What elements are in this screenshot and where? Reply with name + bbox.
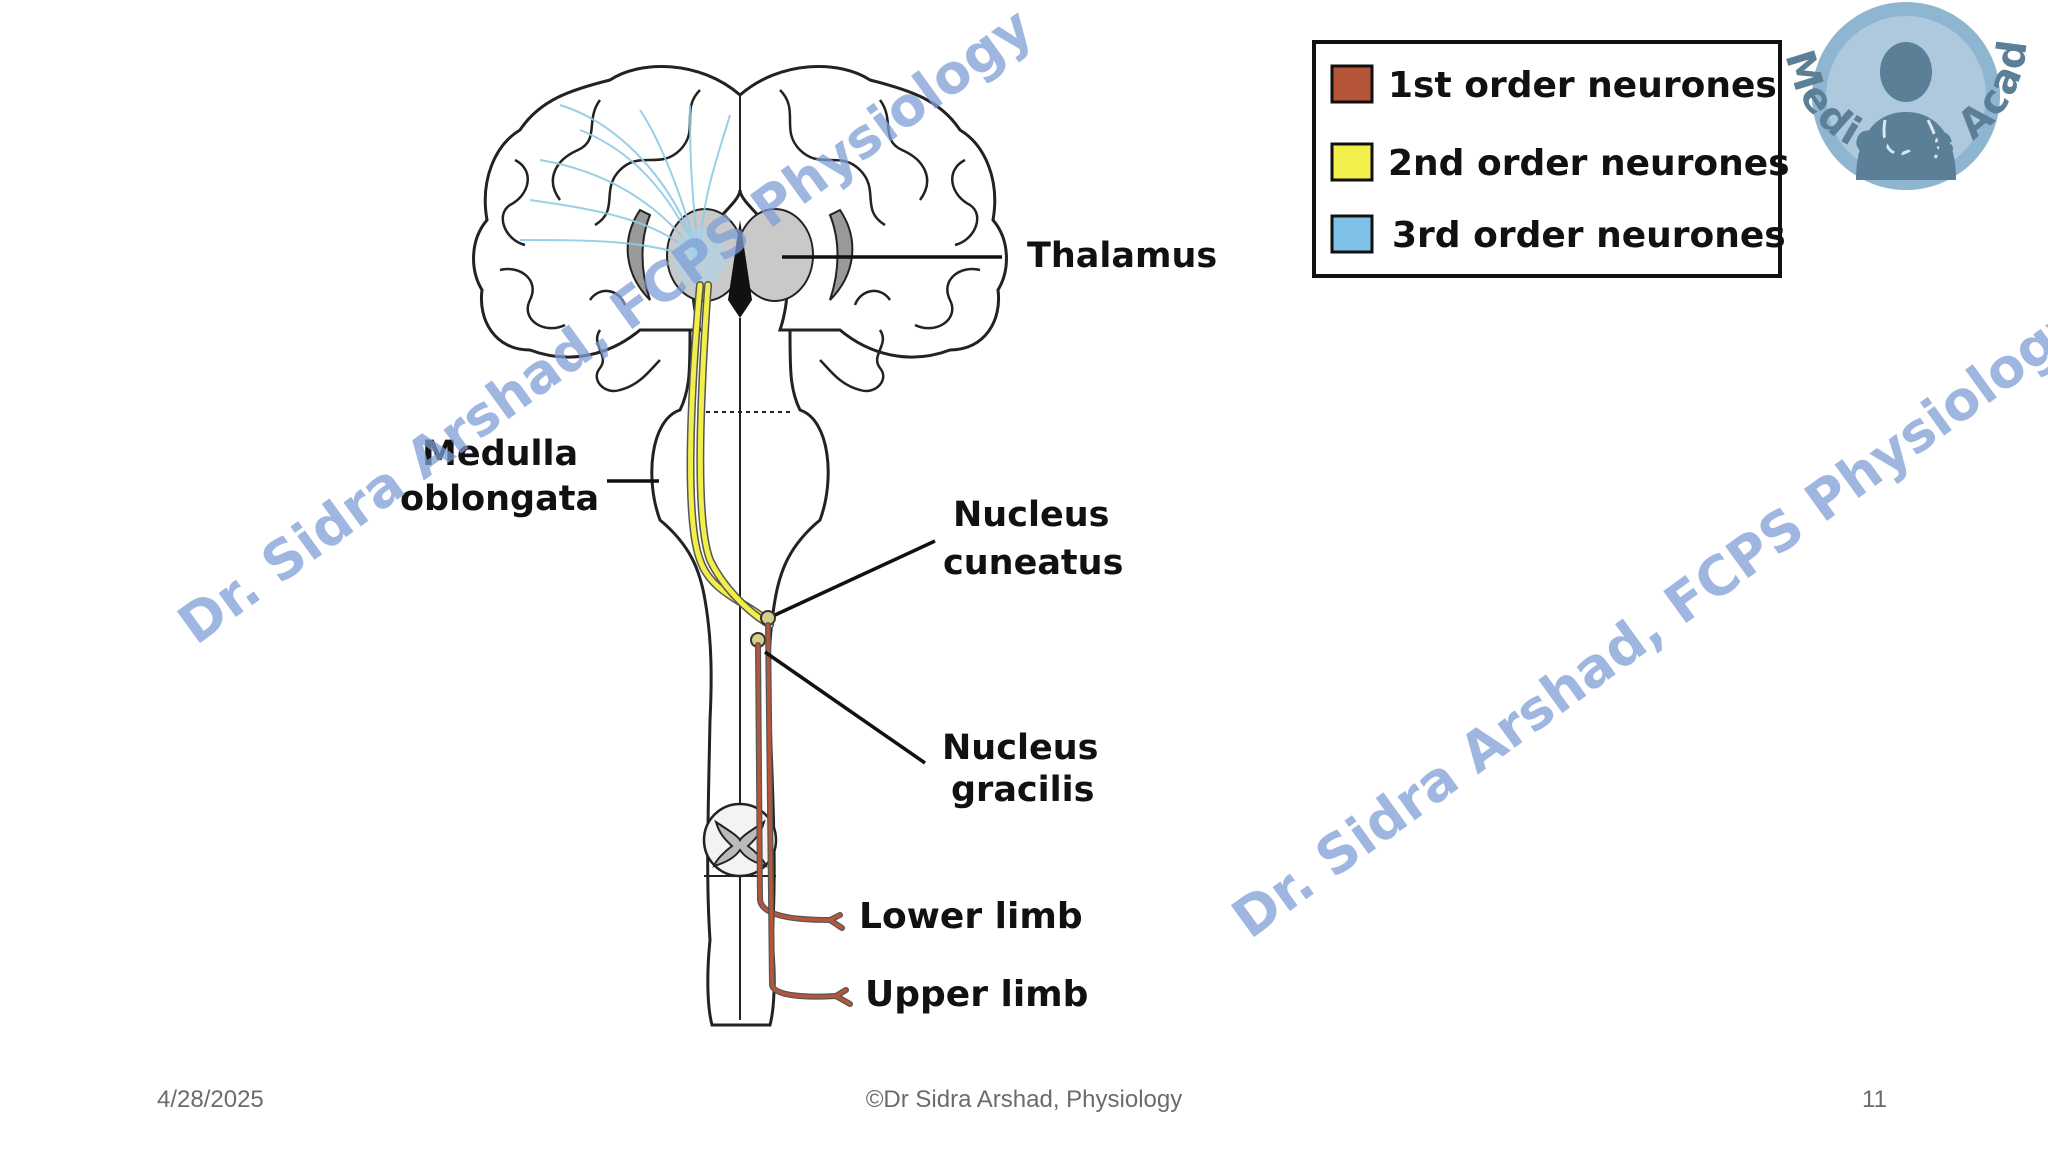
leader-lines (607, 255, 1002, 765)
legend-label-first: 1st order neurones (1388, 65, 1777, 106)
label-gracilis-line2: gracilis (951, 770, 1095, 810)
label-medulla-line2: oblongata (400, 479, 599, 519)
legend-label-third: 3rd order neurones (1392, 215, 1786, 256)
brain-diagram (472, 65, 1008, 1027)
label-cuneatus-line1: Nucleus (953, 495, 1109, 535)
footer-copyright: ©Dr Sidra Arshad, Physiology (865, 1086, 1183, 1113)
second-order-neurones (686, 281, 774, 629)
label-lower-limb: Lower limb (859, 896, 1083, 937)
legend-label-second: 2nd order neurones (1388, 143, 1790, 184)
watermark-right: Dr. Sidra Arshad, FCPS Physiology (1221, 289, 2048, 950)
spinal-grey-matter (712, 819, 768, 868)
temporal-left (595, 329, 661, 393)
third-ventricle (728, 220, 752, 318)
label-cuneatus-line2: cuneatus (943, 543, 1123, 583)
first-order-neurones (755, 622, 853, 1007)
label-gracilis-line1: Nucleus (942, 728, 1098, 768)
legend-swatch-third (1330, 214, 1374, 254)
third-order-glow (674, 228, 726, 288)
legend-swatch-second (1330, 142, 1374, 182)
spinal-cord-outline (706, 719, 776, 1027)
ventricle-right (828, 208, 854, 301)
label-upper-limb: Upper limb (865, 974, 1088, 1015)
footer-page-number: 11 (1862, 1086, 1887, 1113)
watermark-left: Dr. Sidra Arshad, FCPS Physiology (167, 0, 1044, 657)
footer-date: 4/28/2025 (157, 1086, 264, 1113)
label-thalamus: Thalamus (1027, 236, 1217, 276)
legend: 1st order neurones 2nd order neurones 3r… (1312, 40, 1790, 278)
stethoscope-icon (1882, 119, 1940, 159)
legend-swatch-first (1330, 64, 1374, 104)
cerebrum-gyri-left (499, 89, 701, 330)
legend-box (1312, 40, 1782, 278)
label-medulla-line1: Medulla (422, 434, 578, 474)
temporal-right (819, 329, 885, 393)
cerebrum-gyri-right (779, 89, 981, 330)
ventricle-left (626, 208, 652, 301)
